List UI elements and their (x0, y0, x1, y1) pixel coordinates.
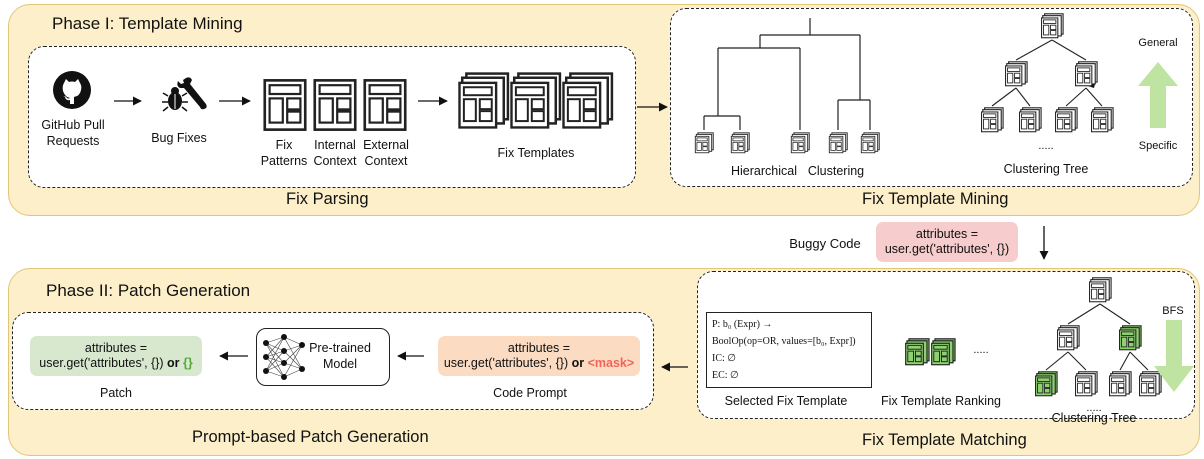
hierarchical-label: Hierarchical (731, 164, 797, 178)
code-prompt-box: attributes = user.get('attributes', {}) … (438, 336, 640, 376)
patch-line2: user.get('attributes', {}) (39, 356, 164, 370)
fix-templates-label: Fix Templates (497, 146, 575, 160)
fix-template-mining-panel (670, 8, 1193, 187)
internal-context-label-1: Internal (314, 138, 356, 152)
phase2-title: Phase II: Patch Generation (46, 281, 251, 300)
ranking-dots: ..... (973, 344, 989, 356)
specific-label: Specific (1138, 140, 1178, 152)
prompt-patch-label: Prompt-based Patch Generation (192, 428, 429, 446)
neural-network-icon (263, 334, 305, 380)
clustering-label: Clustering (807, 164, 865, 178)
selected-template-label: Selected Fix Template (724, 394, 848, 408)
clustering-tree-label: Clustering Tree (1003, 162, 1089, 176)
tree-node-icon (1056, 324, 1080, 352)
buggy-code-label: Buggy Code (789, 236, 861, 251)
bfs-label: BFS (1162, 305, 1184, 317)
template-line2: BoolOp(op=OR, values=[b₀, Expr]) (712, 336, 856, 347)
fix-template-matching-label: Fix Template Matching (862, 431, 1027, 449)
tree-node-icon (1088, 276, 1112, 304)
patch-braces: {} (183, 356, 193, 370)
selected-template-box: P: b₀ (Expr) → BoolOp(op=OR, values=[b₀,… (706, 312, 872, 388)
patch-label: Patch (100, 386, 132, 400)
general-label: General (1138, 37, 1178, 49)
template-line3: IC: ∅ (712, 353, 736, 364)
tree-node-icon (1108, 370, 1132, 398)
up-arrow-icon (1138, 62, 1178, 128)
fix-patterns-label-2: Patterns (260, 154, 308, 168)
code-prompt-label: Code Prompt (493, 386, 567, 400)
prompt-line2: user.get('attributes', {}) (443, 356, 569, 370)
tree-node-selected-icon (1118, 324, 1142, 352)
external-context-label-1: External (363, 138, 409, 152)
bug-fixes-label: Bug Fixes (151, 131, 207, 145)
bug-wrench-icon (162, 77, 207, 112)
buggy-code-line2: user.get('attributes', {}) (884, 242, 1010, 256)
patch-or: or (167, 356, 180, 370)
internal-context-label-2: Context (313, 154, 357, 168)
fix-template-mining-label: Fix Template Mining (862, 190, 1009, 208)
github-icon (53, 71, 91, 109)
template-line4: EC: ∅ (712, 370, 739, 381)
tree-dots: ..... (1038, 140, 1054, 152)
tree-node-selected-icon (1034, 370, 1058, 398)
model-label-2: Model (322, 357, 358, 371)
matching-tree-dots: ..... (1086, 402, 1102, 414)
ranking-label: Fix Template Ranking (881, 394, 1001, 408)
fix-parsing-label: Fix Parsing (286, 190, 369, 208)
prompt-line1: attributes = (507, 341, 571, 355)
down-arrow-icon (1154, 320, 1194, 392)
github-label-2: Requests (46, 134, 100, 148)
fix-patterns-label-1: Fix (275, 138, 293, 152)
prompt-mask: <mask> (587, 356, 635, 370)
phase1-title: Phase I: Template Mining (52, 14, 243, 33)
patch-box: attributes = user.get('attributes', {}) … (30, 336, 202, 376)
tree-node-icon (1074, 370, 1098, 398)
buggy-code-box: attributes = user.get('attributes', {}) (876, 222, 1018, 262)
buggy-code-line1: attributes = (915, 227, 979, 241)
template-line1: P: b₀ (Expr) → (712, 319, 773, 330)
prompt-or: or (571, 356, 585, 370)
matching-clustering-tree-label: Clustering Tree (1051, 411, 1137, 425)
model-label-1: Pre-trained (309, 341, 371, 355)
patch-line1: attributes = (84, 341, 148, 355)
external-context-label-2: Context (364, 154, 408, 168)
github-label-1: GitHub Pull (41, 118, 105, 132)
